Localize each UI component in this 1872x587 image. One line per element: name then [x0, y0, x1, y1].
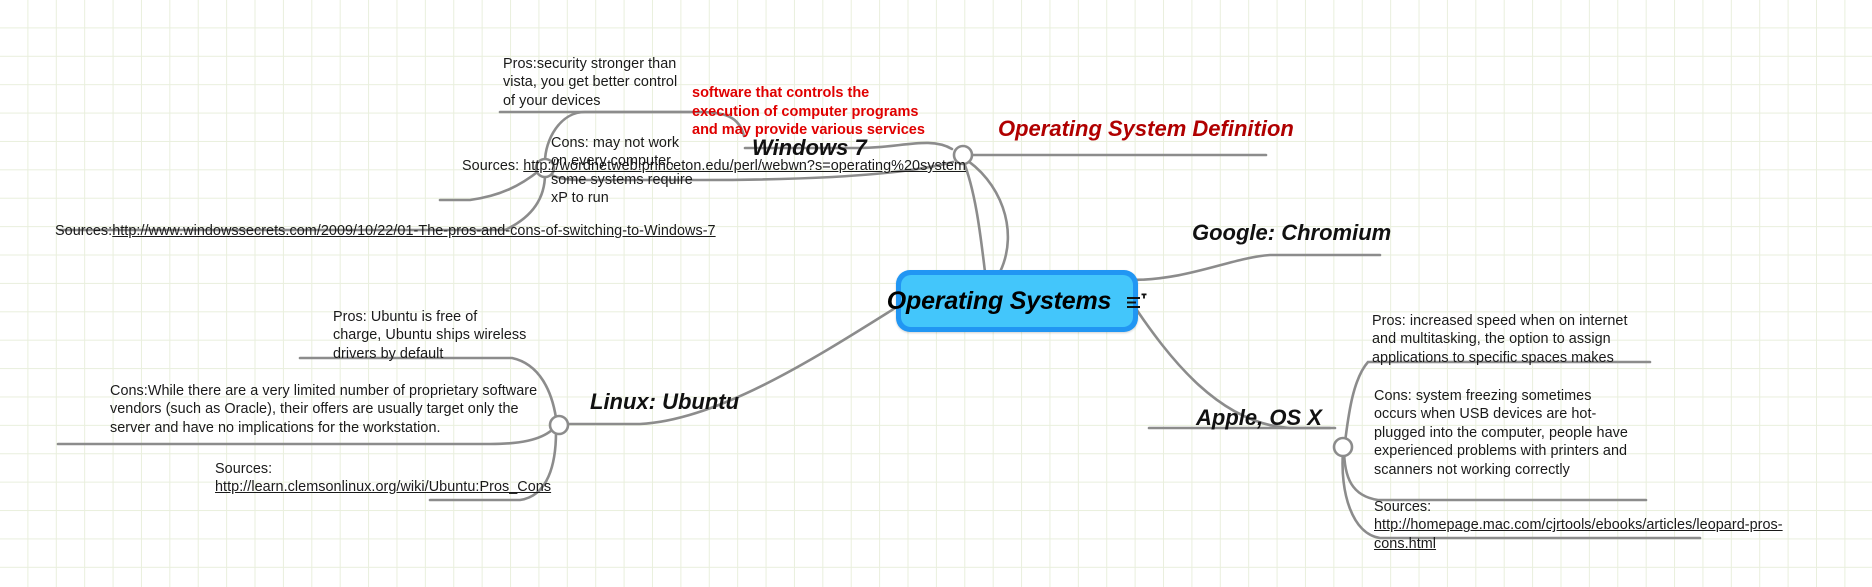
branch-title-definition[interactable]: Operating System Definition	[998, 116, 1294, 141]
windows7-source[interactable]: Sources:http://www.windowssecrets.com/20…	[55, 222, 716, 240]
definition-source-label: Sources:	[462, 158, 524, 174]
branch-title-ubuntu[interactable]: Linux: Ubuntu	[590, 389, 740, 414]
central-node-label: Operating Systems	[886, 286, 1112, 315]
ubuntu-source-label: Sources:	[215, 461, 273, 477]
definition-source-url[interactable]: http://wordnetweb.princeton.edu/perl/web…	[523, 158, 966, 174]
ubuntu-cons: Cons:While there are a very limited numb…	[110, 383, 538, 436]
definition-source[interactable]: Sources: http://wordnetweb.princeton.edu…	[462, 157, 966, 175]
osx-source-url[interactable]: http://homepage.mac.com/cjrtools/ebooks/…	[1374, 517, 1783, 552]
windows7-pros: Pros:security stronger than vista, you g…	[503, 56, 678, 109]
list-plus-icon[interactable]	[1127, 293, 1147, 311]
ubuntu-pros: Pros: Ubuntu is free of charge, Ubuntu s…	[333, 309, 527, 362]
central-node-body[interactable]: Operating Systems	[887, 275, 1147, 327]
branch-title-windows7[interactable]: Windows 7	[752, 135, 867, 160]
branch-title-osx[interactable]: Apple, OS X	[1196, 405, 1322, 430]
osx-source[interactable]: Sources: http://homepage.mac.com/cjrtool…	[1374, 498, 1844, 553]
osx-cons: Cons: system freezing sometimes occurs w…	[1374, 388, 1628, 478]
definition-note: software that controls the execution of …	[692, 85, 925, 139]
windows7-cons: Cons: may not work on every computer, so…	[551, 135, 693, 207]
windows7-source-url[interactable]: http://www.windowssecrets.com/2009/10/22…	[112, 223, 716, 239]
branch-title-chromium[interactable]: Google: Chromium	[1192, 220, 1392, 245]
windows7-source-label: Sources:	[55, 223, 113, 239]
osx-source-label: Sources:	[1374, 499, 1432, 515]
ubuntu-source-url[interactable]: http://learn.clemsonlinux.org/wiki/Ubunt…	[215, 479, 552, 496]
central-node[interactable]: Operating Systems	[887, 270, 1147, 332]
ubuntu-source[interactable]: Sources: http://learn.clemsonlinux.org/w…	[215, 460, 551, 497]
osx-pros: Pros: increased speed when on internet a…	[1372, 313, 1628, 366]
